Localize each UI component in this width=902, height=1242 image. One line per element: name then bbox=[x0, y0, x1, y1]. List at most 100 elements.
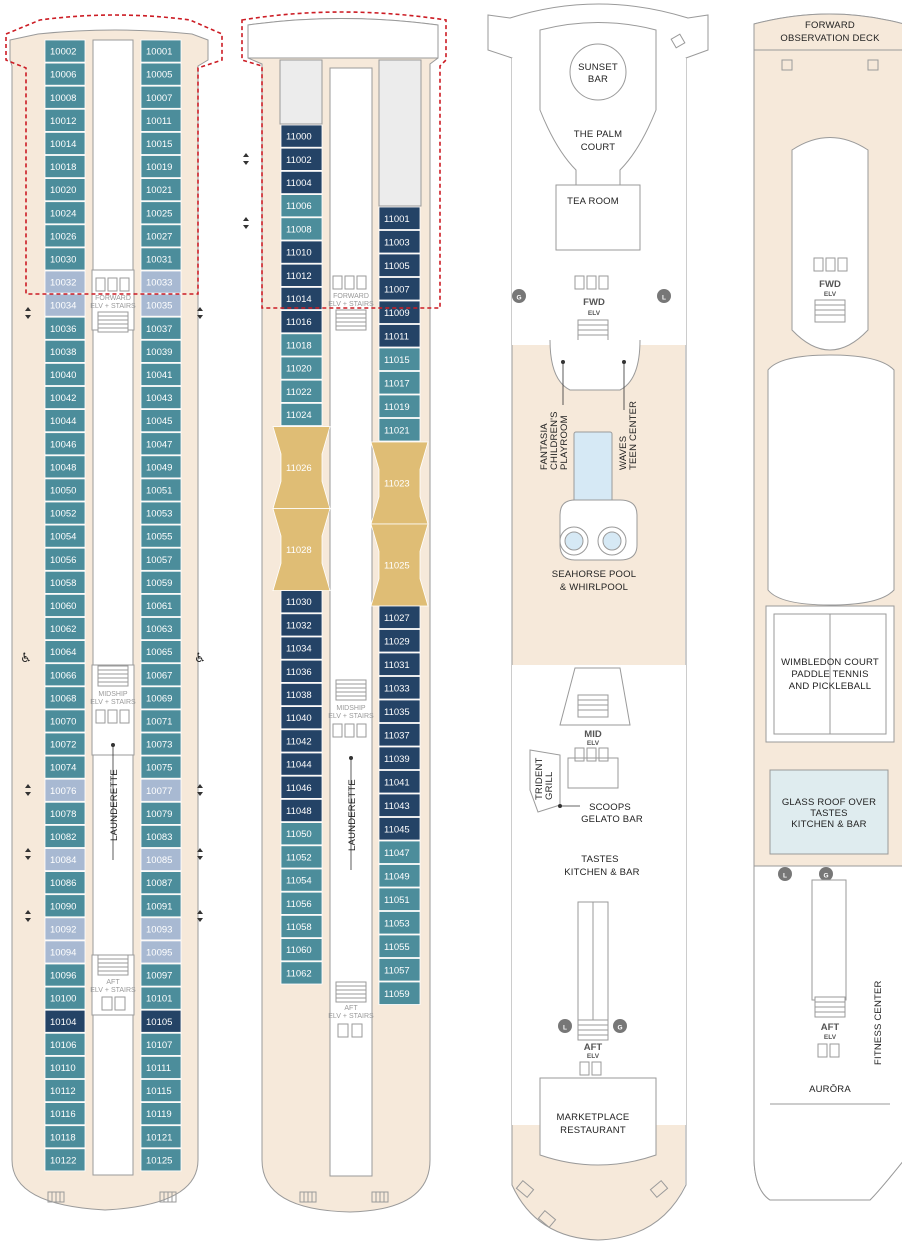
cabin-11040[interactable] bbox=[280, 706, 323, 730]
cabin-11055[interactable] bbox=[378, 934, 421, 958]
cabin-11042[interactable] bbox=[280, 729, 323, 753]
cabin-10047[interactable] bbox=[140, 432, 182, 456]
cabin-10032[interactable] bbox=[44, 270, 86, 294]
cabin-10111[interactable] bbox=[140, 1056, 182, 1079]
cabin-10057[interactable] bbox=[140, 547, 182, 571]
cabin-10012[interactable] bbox=[44, 108, 86, 132]
cabin-10051[interactable] bbox=[140, 478, 182, 502]
cabin-11034[interactable] bbox=[280, 636, 323, 660]
cabin-11035[interactable] bbox=[378, 699, 421, 723]
cabin-11000[interactable] bbox=[280, 124, 323, 148]
cabin-11043[interactable] bbox=[378, 793, 421, 817]
cabin-10087[interactable] bbox=[140, 871, 182, 895]
cabin-10007[interactable] bbox=[140, 85, 182, 109]
cabin-11003[interactable] bbox=[378, 230, 421, 254]
cabin-10105[interactable] bbox=[140, 1009, 182, 1033]
cabin-11022[interactable] bbox=[280, 379, 323, 403]
cabin-10062[interactable] bbox=[44, 617, 86, 641]
cabin-10002[interactable] bbox=[44, 39, 86, 63]
cabin-10063[interactable] bbox=[140, 617, 182, 641]
cabin-11041[interactable] bbox=[378, 770, 421, 794]
cabin-11021[interactable] bbox=[378, 418, 421, 442]
cabin-11057[interactable] bbox=[378, 958, 421, 982]
cabin-10021[interactable] bbox=[140, 178, 182, 202]
cabin-10036[interactable] bbox=[44, 316, 86, 340]
cabin-11051[interactable] bbox=[378, 887, 421, 911]
cabin-10050[interactable] bbox=[44, 478, 86, 502]
cabin-10096[interactable] bbox=[44, 963, 86, 987]
cabin-10125[interactable] bbox=[140, 1148, 182, 1172]
cabin-10055[interactable] bbox=[140, 524, 182, 548]
cabin-10068[interactable] bbox=[44, 686, 86, 710]
suite-11028[interactable] bbox=[272, 508, 331, 591]
cabin-11005[interactable] bbox=[378, 253, 421, 277]
cabin-11020[interactable] bbox=[280, 356, 323, 380]
cabin-11059[interactable] bbox=[378, 981, 421, 1005]
cabin-10045[interactable] bbox=[140, 409, 182, 433]
cabin-10093[interactable] bbox=[140, 917, 182, 941]
cabin-10072[interactable] bbox=[44, 732, 86, 756]
cabin-10008[interactable] bbox=[44, 85, 86, 109]
cabin-10041[interactable] bbox=[140, 362, 182, 386]
cabin-10056[interactable] bbox=[44, 547, 86, 571]
cabin-10037[interactable] bbox=[140, 316, 182, 340]
cabin-10033[interactable] bbox=[140, 270, 182, 294]
cabin-10094[interactable] bbox=[44, 940, 86, 964]
cabin-11012[interactable] bbox=[280, 263, 323, 287]
cabin-10070[interactable] bbox=[44, 709, 86, 733]
cabin-10024[interactable] bbox=[44, 201, 86, 225]
cabin-11032[interactable] bbox=[280, 613, 323, 637]
cabin-10011[interactable] bbox=[140, 108, 182, 132]
cabin-10069[interactable] bbox=[140, 686, 182, 710]
cabin-10112[interactable] bbox=[44, 1079, 86, 1103]
cabin-11056[interactable] bbox=[280, 891, 323, 915]
cabin-10122[interactable] bbox=[44, 1148, 86, 1172]
cabin-10043[interactable] bbox=[140, 386, 182, 410]
cabin-10095[interactable] bbox=[140, 940, 182, 964]
cabin-10027[interactable] bbox=[140, 224, 182, 248]
cabin-10060[interactable] bbox=[44, 594, 86, 617]
cabin-11046[interactable] bbox=[280, 775, 323, 799]
cabin-11037[interactable] bbox=[378, 723, 421, 747]
cabin-11044[interactable] bbox=[280, 752, 323, 776]
cabin-10031[interactable] bbox=[140, 247, 182, 271]
cabin-10039[interactable] bbox=[140, 339, 182, 363]
cabin-10084[interactable] bbox=[44, 848, 86, 872]
cabin-10090[interactable] bbox=[44, 894, 86, 918]
cabin-10071[interactable] bbox=[140, 709, 182, 733]
cabin-10018[interactable] bbox=[44, 155, 86, 179]
cabin-11004[interactable] bbox=[280, 170, 323, 194]
cabin-10019[interactable] bbox=[140, 155, 182, 179]
cabin-10076[interactable] bbox=[44, 778, 86, 802]
cabin-10119[interactable] bbox=[140, 1102, 182, 1126]
cabin-10052[interactable] bbox=[44, 501, 86, 525]
cabin-10035[interactable] bbox=[140, 293, 182, 317]
cabin-10107[interactable] bbox=[140, 1032, 182, 1056]
cabin-10110[interactable] bbox=[44, 1056, 86, 1079]
cabin-11062[interactable] bbox=[280, 961, 323, 985]
cabin-10083[interactable] bbox=[140, 825, 182, 848]
cabin-10053[interactable] bbox=[140, 501, 182, 525]
cabin-11008[interactable] bbox=[280, 217, 323, 241]
cabin-10077[interactable] bbox=[140, 778, 182, 802]
cabin-11030[interactable] bbox=[280, 590, 323, 614]
cabin-10074[interactable] bbox=[44, 755, 86, 779]
cabin-11011[interactable] bbox=[378, 324, 421, 348]
cabin-10044[interactable] bbox=[44, 409, 86, 433]
suite-11025[interactable] bbox=[370, 523, 429, 607]
cabin-10064[interactable] bbox=[44, 640, 86, 664]
cabin-11017[interactable] bbox=[378, 371, 421, 395]
cabin-10121[interactable] bbox=[140, 1125, 182, 1149]
cabin-10006[interactable] bbox=[44, 62, 86, 86]
cabin-10067[interactable] bbox=[140, 663, 182, 687]
cabin-11019[interactable] bbox=[378, 394, 421, 418]
cabin-11054[interactable] bbox=[280, 868, 323, 892]
cabin-10079[interactable] bbox=[140, 801, 182, 825]
cabin-11060[interactable] bbox=[280, 938, 323, 962]
cabin-11010[interactable] bbox=[280, 240, 323, 264]
cabin-10097[interactable] bbox=[140, 963, 182, 987]
cabin-11027[interactable] bbox=[378, 605, 421, 629]
cabin-10030[interactable] bbox=[44, 247, 86, 271]
cabin-11053[interactable] bbox=[378, 911, 421, 935]
cabin-11047[interactable] bbox=[378, 840, 421, 864]
